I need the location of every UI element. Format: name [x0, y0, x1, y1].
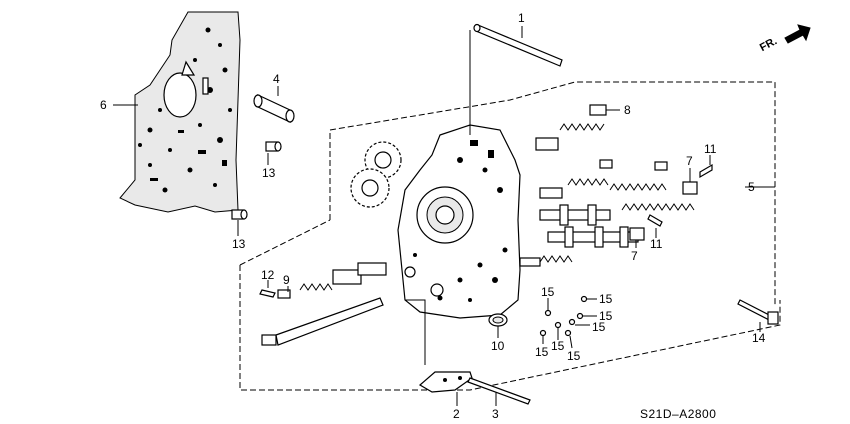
dowel-pin-large [253, 94, 295, 123]
callout-15-b: 15 [599, 292, 613, 306]
main-valve-body [397, 124, 521, 319]
callout-15-c: 15 [599, 309, 613, 323]
dowel-pin-small-upper [265, 141, 282, 152]
callout-15-g: 15 [567, 349, 581, 363]
callout-13-lower: 13 [232, 237, 246, 251]
callout-6: 6 [100, 98, 107, 112]
callout-5: 5 [748, 180, 755, 194]
detent-lever [418, 371, 473, 393]
callout-labels: 1 4 6 8 13 7 11 5 11 13 7 12 9 15 15 15 … [100, 11, 766, 421]
detent-spring-rod [467, 377, 531, 405]
callout-3: 3 [492, 407, 499, 421]
bolt-14 [737, 299, 779, 325]
callout-2: 2 [453, 407, 460, 421]
callout-7-upper: 7 [686, 154, 693, 168]
callout-15-d: 15 [592, 320, 606, 334]
callout-15-e: 15 [551, 339, 565, 353]
callout-7-lower: 7 [631, 249, 638, 263]
front-direction-indicator: FR. [758, 24, 811, 54]
separator-plate [119, 11, 241, 213]
callout-15-a: 15 [541, 285, 555, 299]
front-label: FR. [758, 35, 779, 54]
callout-15-f: 15 [535, 345, 549, 359]
callout-9: 9 [283, 273, 290, 287]
filter-10 [488, 313, 508, 327]
valve-spool-set [519, 104, 713, 267]
leader-lines [113, 26, 775, 406]
callout-4: 4 [273, 72, 280, 86]
check-balls [539, 295, 588, 337]
callout-14: 14 [752, 331, 766, 345]
callout-13-upper: 13 [262, 166, 276, 180]
callout-11-lower: 11 [650, 237, 663, 251]
callout-1: 1 [518, 11, 525, 25]
dowel-pin-small-lower [231, 209, 248, 220]
assembly-boundary [239, 265, 781, 391]
manual-valve-assembly [259, 262, 387, 346]
front-arrow-icon [784, 24, 811, 44]
long-pin [473, 23, 563, 67]
callout-11-upper: 11 [704, 142, 717, 156]
callout-12: 12 [261, 268, 275, 282]
diagram-code: S21D–A2800 [640, 407, 716, 421]
callout-10: 10 [491, 339, 505, 353]
callout-8: 8 [624, 103, 631, 117]
pump-gears [350, 141, 402, 208]
